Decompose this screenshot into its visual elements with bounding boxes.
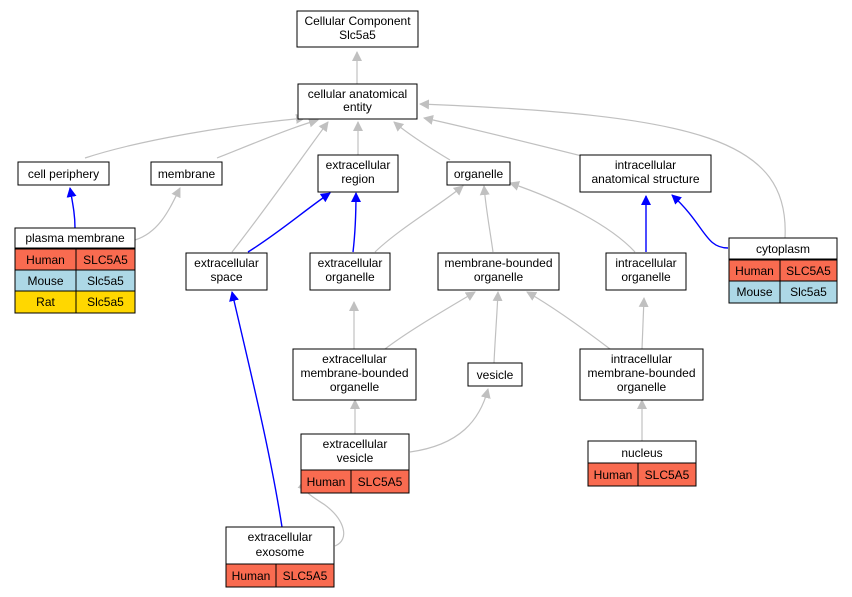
node-ec-region-line-2: region (341, 172, 374, 186)
edge-ec-space-to-cae (231, 121, 329, 253)
species-label-human: Human (307, 475, 346, 489)
edge-ec-vesicle-to-vesicle (409, 388, 491, 453)
node-ec-region-line-1: extracellular (326, 158, 391, 172)
node-ec-space-line-2: space (210, 270, 242, 284)
species-label-mouse: Mouse (736, 285, 772, 299)
gene-label-human: SLC5A5 (786, 264, 831, 278)
node-ec-vesicle-line-1: extracellular (323, 437, 388, 451)
edge-ec-organelle-to-organelle (374, 185, 464, 253)
species-label-human: Human (26, 253, 65, 267)
node-cae-line-2: entity (343, 100, 372, 114)
node-ec-organelle-line-1: extracellular (318, 256, 383, 270)
node-nucleus-line-1: nucleus (621, 446, 662, 460)
node-exosome-line-2: exosome (256, 545, 305, 559)
edge-exosome-to-ec-space (229, 291, 283, 528)
gene-label-mouse: Slc5a5 (87, 274, 124, 288)
species-label-human: Human (232, 569, 271, 583)
gene-label-human: SLC5A5 (83, 253, 128, 267)
node-membrane[interactable]: membrane (150, 161, 223, 186)
node-vesicle-line-1: vesicle (477, 368, 514, 382)
node-cellular-anatomical-entity[interactable]: cellular anatomical entity (297, 83, 418, 120)
edge-icmbo-to-ic-organelle (638, 297, 649, 350)
node-cae-line-1: cellular anatomical (308, 87, 407, 101)
node-root[interactable]: Cellular Component Slc5a5 (296, 10, 419, 48)
species-label-human: Human (594, 468, 633, 482)
species-label-mouse: Mouse (27, 274, 63, 288)
node-icmbo-line-3: organelle (617, 380, 667, 394)
node-membrane-line-1: membrane (158, 167, 216, 181)
gene-label-human: SLC5A5 (358, 475, 403, 489)
gene-label-human: SLC5A5 (283, 569, 328, 583)
node-mbo-line-2: organelle (474, 270, 524, 284)
node-extracellular-region[interactable]: extracellular region (317, 154, 399, 193)
edge-ic-organelle-to-organelle (509, 181, 636, 253)
node-cytoplasm-line-1: cytoplasm (756, 242, 810, 256)
edge-ecmbo-to-mbo (384, 291, 476, 350)
node-ic-organelle-line-1: intracellular (615, 256, 676, 270)
gene-label-rat: Slc5a5 (87, 295, 124, 309)
edge-cytoplasm-to-cae (419, 99, 786, 239)
node-cytoplasm[interactable]: cytoplasm Human SLC5A5 Mouse Slc5a5 (728, 237, 838, 304)
gene-cell-human (637, 462, 697, 487)
node-ic-organelle-line-2: organelle (621, 270, 671, 284)
edge-organelle-to-cae (393, 121, 451, 161)
node-extracellular-organelle[interactable]: extracellular organelle (309, 252, 391, 291)
gene-cell-mouse (779, 280, 838, 304)
edge-ias-to-cae (423, 115, 591, 159)
edge-ec-space-to-ec-region (247, 192, 331, 253)
edges (66, 51, 786, 547)
gene-cell-human (275, 563, 335, 588)
node-organelle[interactable]: organelle (446, 161, 511, 186)
gene-cell-rat (75, 290, 136, 314)
node-ec-space-line-1: extracellular (194, 256, 259, 270)
node-plasma-membrane[interactable]: plasma membrane Human SLC5A5 Mouse Slc5a… (14, 227, 136, 314)
node-cell-periphery[interactable]: cell periphery (17, 161, 110, 186)
node-ias-line-2: anatomical structure (591, 172, 699, 186)
node-icmbo-line-2: membrane-bounded (587, 366, 695, 380)
node-intracellular-membrane-bounded-organelle[interactable]: intracellular membrane-bounded organelle (579, 348, 704, 401)
gene-label-mouse: Slc5a5 (790, 285, 827, 299)
node-ec-organelle-line-2: organelle (325, 270, 375, 284)
node-icmbo-line-1: intracellular (611, 352, 672, 366)
edge-ec-organelle-to-ec-region (350, 192, 361, 253)
species-label-human: Human (735, 264, 774, 278)
gene-cell-human (350, 469, 410, 494)
node-ecmbo-line-2: membrane-bounded (300, 366, 408, 380)
node-root-line-2: Slc5a5 (339, 28, 376, 42)
edge-membrane-to-cae (216, 117, 319, 159)
node-nucleus[interactable]: nucleus Human SLC5A5 (587, 440, 697, 487)
species-label-rat: Rat (36, 295, 55, 309)
node-plasma-membrane-line-1: plasma membrane (25, 231, 125, 245)
node-ec-vesicle-line-2: vesicle (337, 451, 374, 465)
node-extracellular-membrane-bounded-organelle[interactable]: extracellular membrane-bounded organelle (292, 348, 417, 401)
node-extracellular-exosome[interactable]: extracellular exosome Human SLC5A5 (225, 526, 335, 588)
node-cell-periphery-line-1: cell periphery (28, 167, 99, 181)
node-ecmbo-line-1: extracellular (322, 352, 387, 366)
node-intracellular-anatomical-structure[interactable]: intracellular anatomical structure (579, 154, 712, 193)
node-ecmbo-line-3: organelle (330, 380, 380, 394)
edge-mbo-to-organelle (479, 185, 494, 253)
node-intracellular-organelle[interactable]: intracellular organelle (605, 252, 687, 291)
node-organelle-line-1: organelle (454, 167, 504, 181)
gene-label-human: SLC5A5 (645, 468, 690, 482)
edge-cell-periphery-to-cae (84, 113, 306, 159)
node-ias-line-1: intracellular (615, 158, 676, 172)
node-root-line-1: Cellular Component (304, 14, 411, 28)
node-exosome-line-1: extracellular (248, 530, 313, 544)
node-mbo-line-1: membrane-bounded (444, 256, 552, 270)
node-vesicle[interactable]: vesicle (467, 362, 523, 387)
edge-plasma-membrane-to-membrane (134, 187, 181, 241)
node-extracellular-space[interactable]: extracellular space (185, 252, 268, 291)
edge-vesicle-to-mbo (492, 291, 503, 364)
edge-icmbo-to-mbo (526, 291, 611, 350)
node-extracellular-vesicle[interactable]: extracellular vesicle Human SLC5A5 (300, 433, 410, 494)
node-membrane-bounded-organelle[interactable]: membrane-bounded organelle (437, 252, 560, 291)
edge-plasma-membrane-to-cell-periphery (66, 187, 77, 229)
edge-cytoplasm-to-ias (671, 194, 729, 249)
